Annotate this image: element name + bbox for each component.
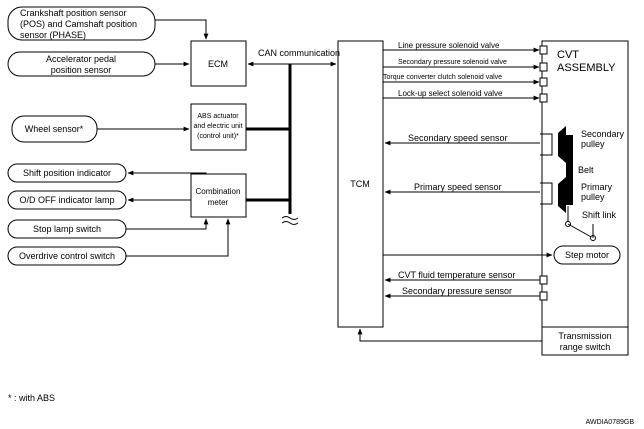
step-motor-label: Step motor bbox=[565, 250, 609, 260]
overdrive-switch-line bbox=[126, 218, 231, 257]
combination-meter-label: meter bbox=[208, 198, 229, 207]
connector-icon bbox=[539, 275, 548, 285]
sensor-bracket bbox=[540, 182, 553, 205]
cvt-assembly-label: CVT bbox=[557, 49, 579, 61]
combination-meter-box: Combination meter bbox=[190, 173, 247, 218]
figure-id: AWDIA0789GB bbox=[586, 419, 635, 426]
pos-sensor-label: sensor (PHASE) bbox=[20, 30, 86, 40]
accelerator-sensor-box: Accelerator pedal position sensor bbox=[7, 51, 156, 77]
connector-icon bbox=[539, 291, 548, 301]
line-pressure-label: Line pressure solenoid valve bbox=[398, 41, 500, 50]
wheel-sensor-label: Wheel sensor* bbox=[25, 124, 84, 134]
step-motor-box bbox=[553, 245, 621, 265]
connector-icon bbox=[539, 77, 548, 87]
overdrive-switch-label: Overdrive control switch bbox=[19, 251, 115, 261]
od-off-lamp-label: O/D OFF indicator lamp bbox=[19, 195, 114, 205]
transmission-range-switch-label: Transmission bbox=[558, 331, 611, 341]
shift-indicator-line bbox=[127, 170, 207, 176]
od-off-lamp-box: O/D OFF indicator lamp bbox=[7, 190, 127, 210]
transmission-range-switch-label: range switch bbox=[560, 342, 611, 352]
secondary-pressure-valve-label: Secondary pressure solenoid valve bbox=[398, 59, 507, 66]
cvt-fluid-temp-label: CVT fluid temperature sensor bbox=[398, 270, 515, 280]
stop-lamp-switch-box: Stop lamp switch bbox=[7, 219, 127, 239]
abs-actuator-box: ABS actuator and electric unit (control … bbox=[190, 103, 247, 151]
torque-converter-label: Torque converter clutch solenoid valve bbox=[383, 74, 502, 81]
secondary-pulley-label: Secondary bbox=[581, 129, 625, 139]
footnote: * : with ABS bbox=[8, 393, 55, 403]
abs-actuator-label: ABS actuator bbox=[197, 113, 239, 120]
pos-sensor-label: Crankshaft position sensor bbox=[20, 8, 127, 18]
primary-pulley-label: pulley bbox=[581, 192, 605, 202]
overdrive-switch-box: Overdrive control switch bbox=[7, 246, 127, 266]
ecm-label: ECM bbox=[208, 59, 228, 69]
shift-position-indicator-box: Shift position indicator bbox=[7, 163, 127, 183]
lockup-select-label: Lock-up select solenoid valve bbox=[398, 89, 503, 98]
shift-link-icon bbox=[567, 223, 594, 239]
primary-pulley-icon bbox=[558, 177, 566, 213]
pos-sensor-label: (POS) and Camshaft position bbox=[20, 19, 137, 29]
stop-lamp-line bbox=[126, 218, 209, 230]
tcm-box: TCM bbox=[337, 40, 384, 328]
shift-link-label: Shift link bbox=[582, 210, 617, 220]
connector-icon bbox=[539, 93, 548, 103]
belt-icon bbox=[566, 135, 573, 205]
ecm-box: ECM bbox=[190, 40, 247, 87]
belt-label: Belt bbox=[578, 165, 594, 175]
pos-sensor-line bbox=[155, 19, 209, 40]
bus-continuation-symbol bbox=[281, 216, 299, 225]
secondary-pulley-label: pulley bbox=[581, 139, 605, 149]
abs-actuator-label: and electric unit bbox=[193, 123, 242, 130]
pos-sensor-box: Crankshaft position sensor (POS) and Cam… bbox=[7, 6, 156, 41]
transmission-range-switch-box: Transmission range switch bbox=[541, 326, 629, 356]
tcm-label: TCM bbox=[350, 179, 370, 189]
can-communication-label: CAN communication bbox=[258, 48, 340, 58]
abs-actuator-label: (control unit)* bbox=[197, 133, 239, 140]
shift-position-indicator-label: Shift position indicator bbox=[23, 168, 111, 178]
primary-pulley-label: Primary bbox=[581, 182, 612, 192]
wheel-sensor-box: Wheel sensor* bbox=[11, 115, 98, 143]
connector-icon bbox=[539, 45, 548, 55]
primary-speed-label: Primary speed sensor bbox=[414, 182, 502, 192]
accelerator-sensor-label: Accelerator pedal bbox=[46, 54, 116, 64]
sensor-bracket bbox=[540, 133, 553, 156]
connector-icon bbox=[539, 62, 548, 72]
range-switch-line bbox=[357, 328, 542, 342]
secondary-pulley-icon bbox=[558, 126, 566, 163]
accelerator-sensor-label: position sensor bbox=[51, 65, 112, 75]
cvt-assembly-label: ASSEMBLY bbox=[557, 62, 616, 74]
secondary-pressure-sensor-label: Secondary pressure sensor bbox=[402, 286, 512, 296]
secondary-speed-label: Secondary speed sensor bbox=[408, 133, 508, 143]
combination-meter-label: Combination bbox=[196, 187, 241, 196]
stop-lamp-switch-label: Stop lamp switch bbox=[33, 224, 101, 234]
